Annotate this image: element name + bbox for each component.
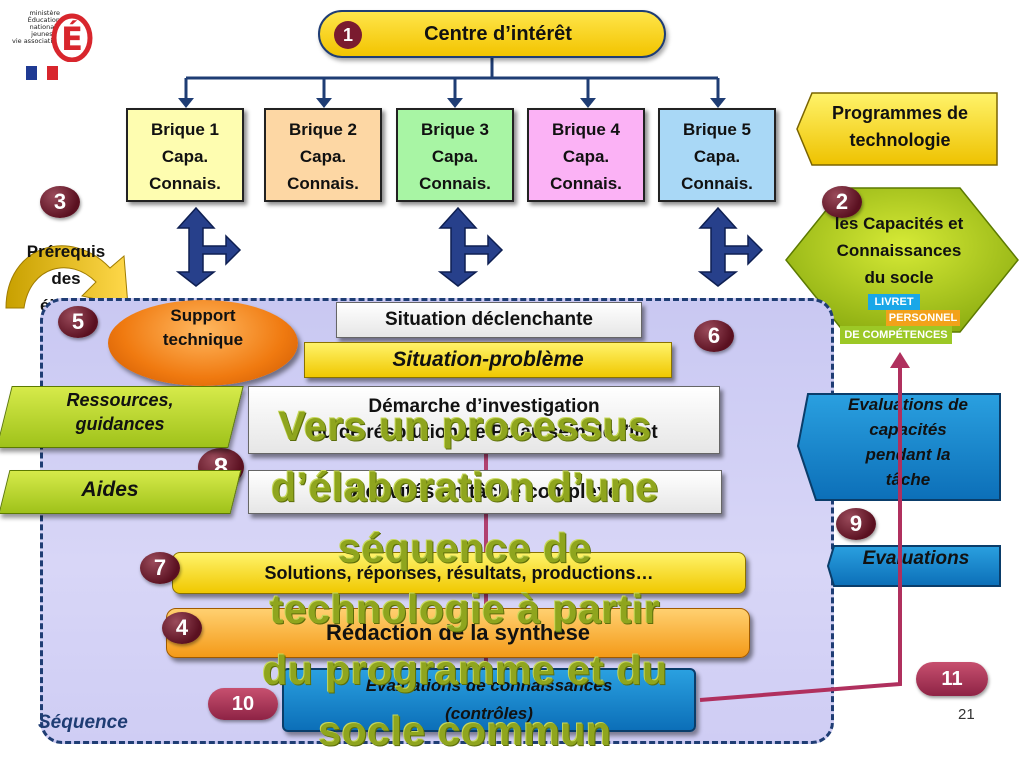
support-technique-ellipse [108,300,298,386]
badge-number-6: 6 [694,320,734,352]
overlay-title-line: du programme et du [262,647,668,693]
socle-line: les Capacités et [834,214,964,233]
eval-capa-line: tâche [885,470,931,489]
brique-connais: Connais. [419,174,491,193]
ministry-logo: ministère Éducation nationale jeunesse v… [6,6,94,92]
eval-capa-line: Evaluations de [848,395,968,414]
logo-line: nationale [29,23,60,31]
brique-capa: Capa. [299,147,347,166]
evaluations-capacites-label: Evaluations de capacités pendant la tâch… [818,392,998,492]
brique-title: Brique 2 [288,120,358,139]
overlay-title-line: séquence de [338,525,592,571]
brique-capa: Capa. [161,147,209,166]
centre-interet-bar: Centre d’intérêt [318,10,666,58]
programmes-label: Programmes de technologie [810,100,990,154]
brique-capa: Capa. [693,147,741,166]
badge-number-7: 7 [140,552,180,584]
logo-line: jeunesse [31,30,60,38]
three-way-arrow-icon [175,206,242,287]
socle-line: Connaissances [836,241,962,260]
logo-line: vie associative [11,37,60,45]
badge-number-1: 1 [334,21,362,49]
flow-line [484,392,488,682]
brique-capa: Capa. [431,147,479,166]
brique-connais: Connais. [681,174,753,193]
livret-tag: LIVRET [868,294,920,310]
evals-connaissances-line: (contrôles) [445,704,533,723]
competences-tag: DE COMPÉTENCES [840,326,952,344]
badge-number-4: 4 [162,612,202,644]
ressources-line: guidances [75,414,165,434]
brique-connais: Connais. [550,174,622,193]
logo-letter: É [61,20,83,58]
overlay-title: Vers un processus d’élaboration d’une sé… [150,396,780,762]
socle-hexagon-shape [785,187,1019,333]
brique-capa: Capa. [562,147,610,166]
curved-arrow-icon [5,245,129,309]
evaluations-connaissances-label: Evaluations de connaissances (contrôles) [282,672,696,728]
brique-title: Brique 5 [682,120,752,139]
page-number: 21 [958,706,975,723]
evaluations-label: Evaluations [862,548,970,569]
socle-line: du socle [864,268,934,287]
evals-connaissances-line: Evaluations de connaissances [365,676,613,695]
ressources-line: Ressources, [66,390,174,410]
e-logo-icon: É [51,13,93,62]
badge-number-2: 2 [822,186,862,218]
programmes-line: Programmes de [831,103,969,123]
brique-3-box: Brique 3 Capa. Connais. [396,108,514,202]
three-way-arrow-icon [697,206,764,287]
three-way-arrow-icon [437,206,504,287]
brique-connais: Connais. [287,174,359,193]
support-line: technique [162,330,244,349]
evaluations-shape [826,545,1001,587]
demarche-line: ou de résolution de Pb au sein de l’îlot [310,422,658,443]
overlay-title-line: d’élaboration d’une [271,464,659,510]
brique-title: Brique 1 [150,120,220,139]
brique-5-box: Brique 5 Capa. Connais. [658,108,776,202]
activites-bar: Activités en tâche complexe [248,470,722,514]
aides-label: Aides [81,478,139,501]
centre-interet-label: Centre d’intérêt [424,22,572,45]
socle-label: les Capacités et Connaissances du socle [808,210,990,291]
logo-line: Éducation [27,16,60,24]
demarche-investigation-box: Démarche d’investigation ou de résolutio… [248,386,720,454]
support-line: Support [170,306,236,325]
evaluations-connaissances-shape [282,668,696,732]
brique-2-box: Brique 2 Capa. Connais. [264,108,382,202]
solutions-bar: Solutions, réponses, résultats, producti… [172,552,746,594]
badge-number-10: 10 [208,688,278,720]
badge-number-11: 11 [916,662,988,696]
overlay-title-line: Vers un processus [278,403,652,449]
brique-4-box: Brique 4 Capa. Connais. [527,108,645,202]
brique-title: Brique 4 [551,120,621,139]
redaction-bar: Rédaction de la synthèse [166,608,750,658]
overlay-title-line: technologie à partir [269,586,661,632]
brique-title: Brique 3 [420,120,490,139]
badge-number-3: 3 [40,186,80,218]
overlay-title-line: socle commun [318,708,612,754]
demarche-line: Démarche d’investigation [368,396,600,417]
situation-declenchante-bar: Situation déclenchante [336,302,642,338]
badge-number-5: 5 [58,306,98,338]
marianne-flag-icon [26,66,58,80]
prerequis-line: Prérequis [26,242,106,261]
ressources-label: Ressources, guidances [10,388,230,436]
eval-capa-line: capacités [869,420,947,439]
prerequis-line: des [51,269,81,288]
logo-line: ministère [29,9,60,17]
brique-1-box: Brique 1 Capa. Connais. [126,108,244,202]
programmes-arrow-shape [796,92,998,166]
sequence-label: Séquence [38,712,128,733]
personnel-tag: PERSONNEL [886,310,960,326]
eval-capa-line: pendant la [865,445,951,464]
brique-connais: Connais. [149,174,221,193]
programmes-line: technologie [849,130,951,150]
badge-number-9: 9 [836,508,876,540]
situation-probleme-bar: Situation-problème [304,342,672,378]
support-technique-label: Support technique [120,304,286,352]
